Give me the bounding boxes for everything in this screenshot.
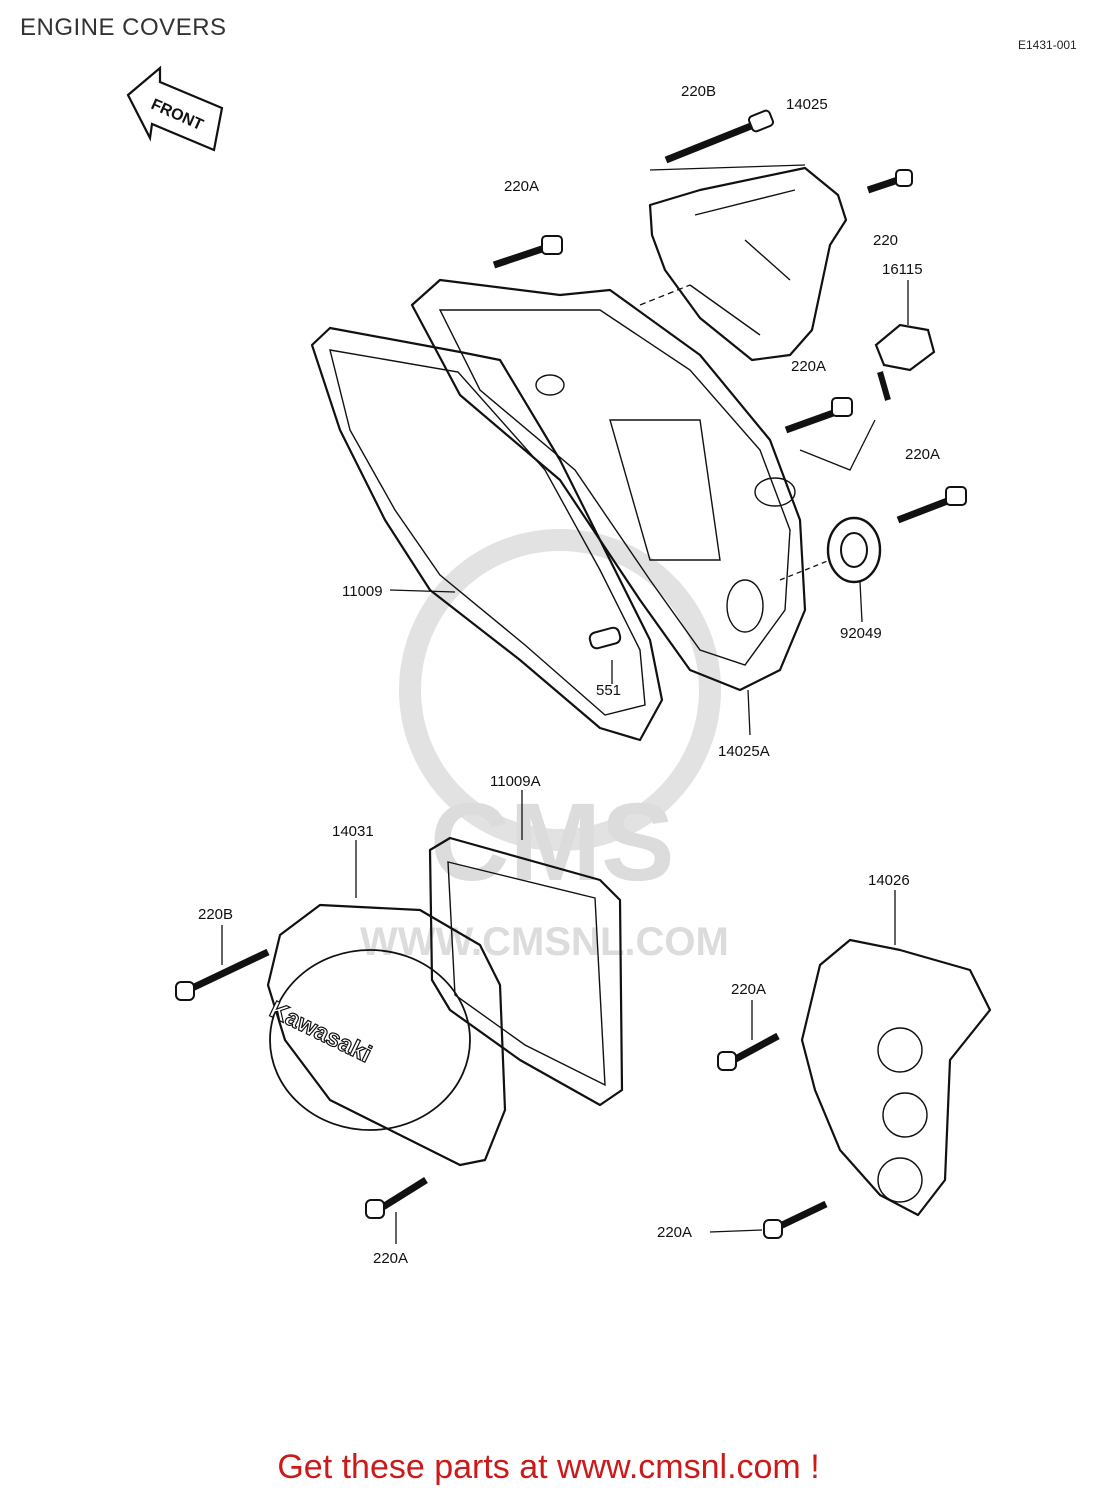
bolt-220b-top xyxy=(664,109,774,164)
crankcase-cover-14025A xyxy=(410,278,807,692)
generator-cover-14031 xyxy=(266,903,507,1167)
sprocket-cover-14026 xyxy=(800,938,992,1217)
oil-filler-cap-16115 xyxy=(874,323,936,401)
footer-promo-link[interactable]: Get these parts at www.cmsnl.com ! xyxy=(277,1448,820,1486)
gasket-11009A xyxy=(428,836,624,1107)
label-14031: 14031 xyxy=(332,823,374,840)
cms-watermark: CMS WWW.CMSNL.COM xyxy=(360,529,729,964)
bolt-220-right xyxy=(866,169,913,194)
front-arrow-icon: FRONT xyxy=(126,65,224,152)
label-551: 551 xyxy=(596,682,621,699)
watermark-brand: CMS xyxy=(430,781,674,904)
bolt-220a-mid xyxy=(784,397,853,434)
oil-seal-92049 xyxy=(826,516,882,584)
label-14026: 14026 xyxy=(868,872,910,889)
dowel-pin-551 xyxy=(588,626,622,650)
sprocket-cover-hole-2 xyxy=(882,1092,928,1138)
exploded-parts-diagram: CMS WWW.CMSNL.COM FRONT xyxy=(126,65,992,1267)
label-220A-right: 220A xyxy=(905,446,940,463)
bolt-220a-bottom-right xyxy=(763,1200,828,1239)
label-220A-top: 220A xyxy=(504,178,539,195)
label-14025A: 14025A xyxy=(718,743,770,760)
bolt-220a-lower-right xyxy=(717,1032,780,1071)
label-11009A: 11009A xyxy=(490,773,541,790)
cover-14025 xyxy=(648,166,848,362)
label-220A-lower-right: 220A xyxy=(731,981,766,998)
label-220-right: 220 xyxy=(873,232,898,249)
page-title: ENGINE COVERS xyxy=(20,14,227,41)
label-92049: 92049 xyxy=(840,625,882,642)
label-220A-bottom: 220A xyxy=(373,1250,408,1267)
label-11009: 11009 xyxy=(342,583,383,600)
sprocket-cover-hole-3 xyxy=(877,1157,923,1203)
bolt-220a-right xyxy=(896,486,967,524)
bolt-220b-left xyxy=(175,948,270,1001)
label-16115: 16115 xyxy=(882,261,923,278)
gasket-11009 xyxy=(310,326,664,742)
label-220A-mid: 220A xyxy=(791,358,826,375)
label-220A-bottom-right: 220A xyxy=(657,1224,692,1241)
diagram-reference-code: E1431-001 xyxy=(1018,38,1077,52)
label-220B-left: 220B xyxy=(198,906,233,923)
label-220B-top: 220B xyxy=(681,83,716,100)
watermark-url: WWW.CMSNL.COM xyxy=(360,920,729,964)
bolt-220a-top xyxy=(492,235,563,269)
sprocket-cover-hole-1 xyxy=(877,1027,923,1073)
bolt-220a-bottom xyxy=(365,1177,428,1219)
label-14025: 14025 xyxy=(786,96,828,113)
